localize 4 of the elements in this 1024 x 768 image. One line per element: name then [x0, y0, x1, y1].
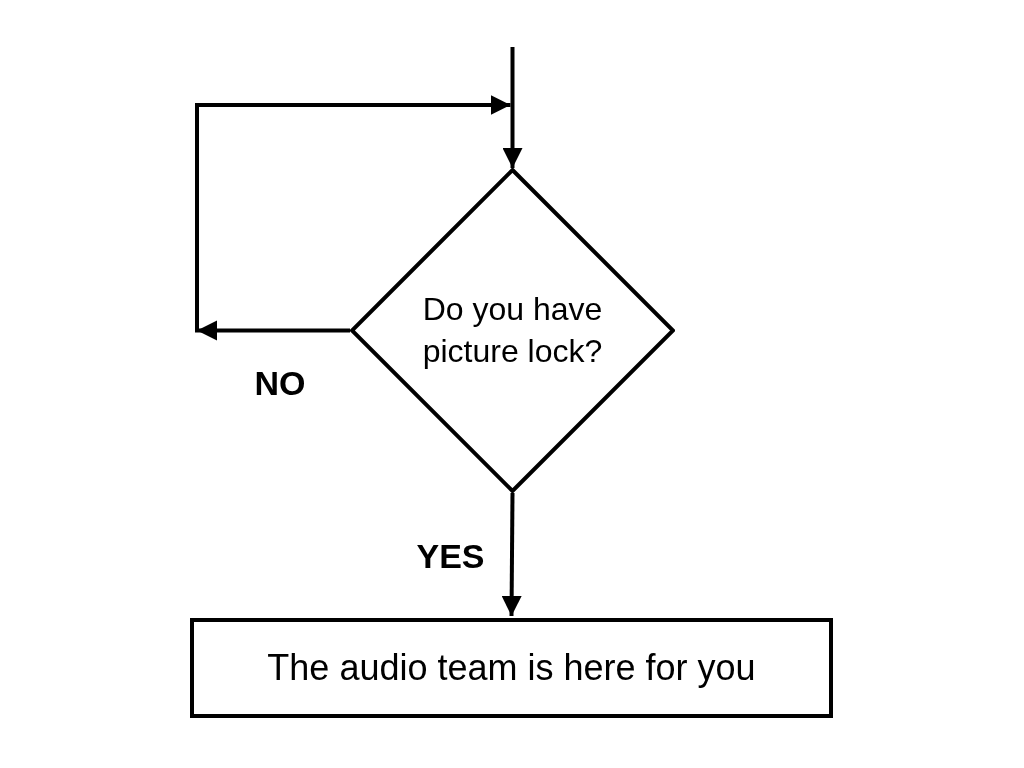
process-text: The audio team is here for you — [267, 645, 756, 690]
decision-diamond — [350, 168, 675, 493]
process-box — [190, 618, 833, 718]
decision-text: Do you have picture lock? — [421, 289, 604, 371]
